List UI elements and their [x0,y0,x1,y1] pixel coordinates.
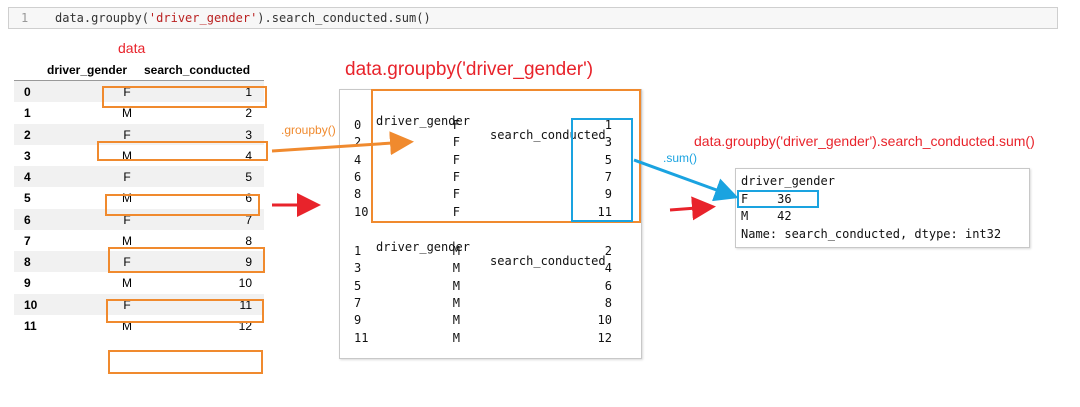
row-gender: M [122,318,132,333]
row-gender: F [123,85,131,99]
line-number: 1 [21,11,29,25]
groupby-arrow-label: .groupby() [281,123,336,137]
table-row: 1 M 2 [14,102,264,123]
row-value: 2 [245,106,252,121]
row-gender: M [122,148,132,163]
group-m-header: driver_gender search_conducted [376,240,606,268]
row-value: 3 [245,127,252,142]
right-red-arrow [669,196,716,221]
table-row: 10 F 11 [14,293,264,315]
row-index: 8 [24,255,31,269]
row-gender: F [123,127,131,142]
code-prefix: data.groupby( [55,11,149,25]
row-index: 4 [24,170,31,184]
data-caption: data [118,40,146,56]
highlight-box-row-0 [102,86,267,108]
groupby-orange-arrow [271,131,414,156]
code-suffix: ).search_conducted.sum() [257,11,431,25]
result-row-m: M 42 [741,209,792,223]
sum-blue-arrow [633,158,739,202]
row-gender: F [123,255,131,269]
table-row: 3 M 4 [14,145,264,166]
row-value: 10 [238,276,252,291]
result-row-f: F 36 [741,192,792,206]
highlight-box-row-6 [108,247,265,273]
row-value: 5 [245,170,252,184]
row-index: 1 [24,106,31,121]
row-value: 8 [245,233,252,248]
row-index: 5 [24,191,31,206]
groupby-title: data.groupby('driver_gender') [345,59,594,80]
row-index: 7 [24,233,31,248]
row-value: 4 [245,148,252,163]
row-gender: M [122,191,132,206]
values-highlight-box [571,118,633,222]
table-header: driver_gender search_conducted [14,58,264,81]
group-f-header: driver_gender search_conducted [376,114,606,142]
sum-arrow-label: .sum() [663,151,697,165]
row-index: 11 [24,318,37,333]
code-line[interactable]: data.groupby('driver_gender').search_con… [55,11,431,25]
column-header-driver-gender: driver_gender [47,63,128,77]
column-header-search-conducted: search_conducted [144,63,251,77]
code-string-literal: 'driver_gender' [148,11,258,25]
row-index: 2 [24,127,31,142]
row-index: 10 [24,297,38,312]
row-gender: F [123,212,131,227]
row-value: 7 [245,212,252,227]
row-value: 1 [245,85,252,99]
row-gender: M [122,233,132,248]
table-row: 8 F 9 [14,251,264,273]
row-index: 0 [24,85,31,99]
table-row: 2 F 3 [14,123,264,145]
row-index: 3 [24,148,31,163]
highlight-box-row-2 [97,141,268,161]
code-cell[interactable]: 1 data.groupby('driver_gender').search_c… [8,7,1058,29]
table-row: 6 F 7 [14,208,264,230]
table-row: 4 F 5 [14,166,264,188]
sum-title: data.groupby('driver_gender').search_con… [694,133,1035,149]
highlight-box-row-8 [106,299,264,323]
table-row: 9 M 10 [14,272,264,293]
row-value: 6 [245,191,252,206]
row-gender: F [123,170,131,184]
table-row: 7 M 8 [14,230,264,251]
row-index: 6 [24,212,31,227]
sum-output-panel: driver_gender F 36 M 42 Name: search_con… [735,168,1030,248]
table-row: 5 M 6 [14,187,264,208]
highlight-box-row-4 [105,194,260,216]
row-gender: M [122,106,132,121]
highlight-box-row-10 [108,350,263,374]
result-index-name: driver_gender [741,174,835,188]
row-value: 9 [245,255,252,269]
result-footer: Name: search_conducted, dtype: int32 [741,227,1002,241]
group-f-highlight-box [371,89,641,223]
row-gender: F [123,297,131,312]
row-index: 9 [24,276,31,291]
row-value: 11 [239,297,252,312]
row-gender: M [122,276,132,291]
